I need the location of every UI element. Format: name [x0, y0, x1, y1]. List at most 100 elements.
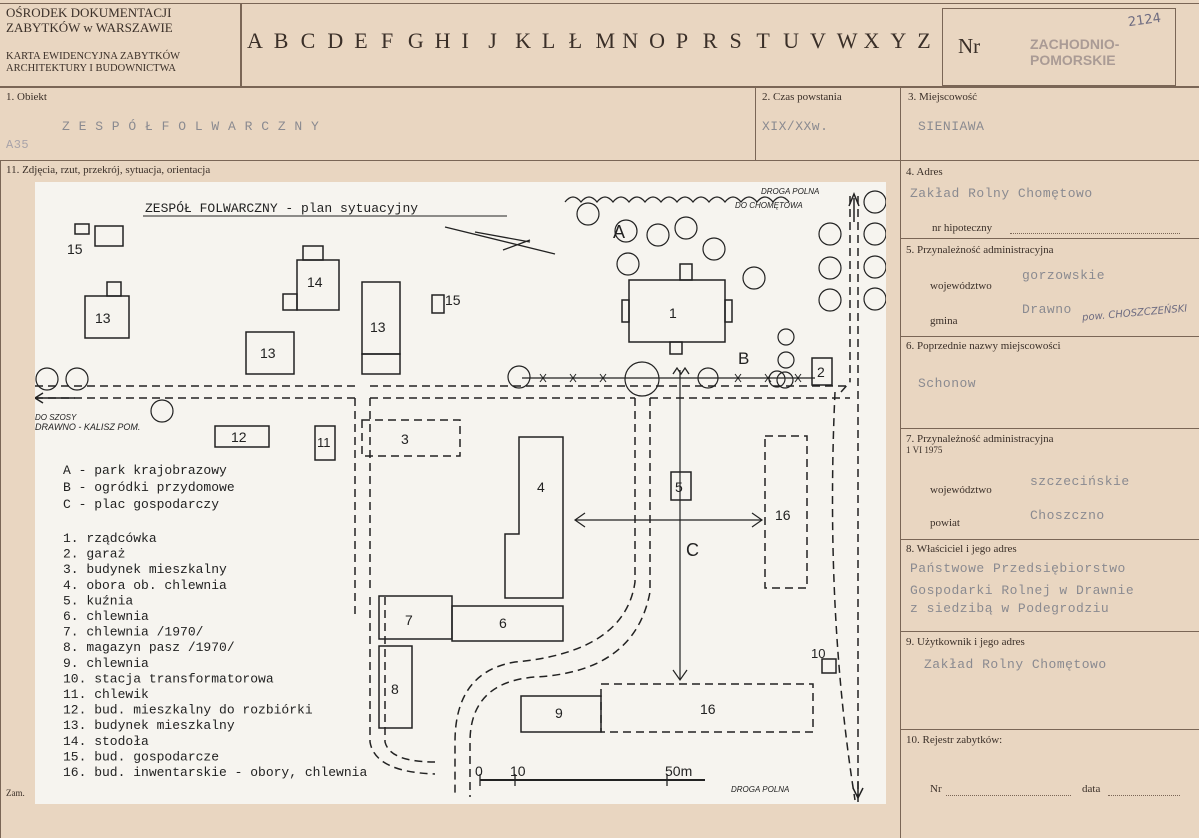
area-a-label: A [613, 222, 625, 242]
building-11 [314, 425, 336, 461]
yard-road-south-inner [384, 597, 436, 763]
rule [0, 160, 1199, 161]
building-16a [764, 435, 808, 589]
przynaleznosc-1975-date: 1 VI 1975 [906, 445, 943, 455]
card-title-line1: KARTA EWIDENCYJNA ZABYTKÓW [6, 51, 181, 62]
legend-area-item: C - plac gospodarczy [63, 497, 219, 512]
obiekt-label: 1. Obiekt [6, 91, 47, 103]
yard-road-curve-inner [469, 398, 651, 797]
powiat-value: Choszczno [1030, 508, 1105, 523]
gmina-label: gmina [930, 315, 958, 327]
yard-road-south [369, 597, 436, 775]
building-12 [214, 425, 270, 448]
building-13b [245, 331, 295, 375]
tree [65, 367, 89, 391]
building-2 [811, 357, 833, 386]
legend-building-item: 10. stacja transformatorowa [63, 671, 274, 686]
rule [0, 3, 1199, 4]
arrow-left-icon [35, 392, 75, 404]
index-letter: J [488, 28, 497, 53]
road-top-label-2: DO CHOMĘTOWA [735, 201, 803, 210]
building-11-label: 11 [317, 435, 331, 450]
wojewodztwo-label: województwo [930, 280, 992, 292]
building-13a-label: 13 [95, 310, 111, 326]
legend-area-item: B - ogródki przydomowe [63, 480, 235, 495]
scale-label-50: 50m [665, 763, 692, 779]
index-letter: H [434, 28, 451, 53]
legend-building-item: 5. kuźnia [63, 593, 133, 608]
scale-label-0: 0 [475, 763, 483, 779]
index-letter: L [541, 28, 556, 53]
arrow-right-c-icon [751, 512, 764, 528]
card-title-line2: ARCHITEKTURY I BUDOWNICTWA [6, 63, 176, 74]
building-14 [282, 245, 340, 311]
poprzednie-nazwy-value: Schonow [918, 376, 977, 391]
building-4-label: 4 [537, 479, 545, 495]
tree-large [624, 361, 660, 397]
wojewodztwo-value: gorzowskie [1022, 268, 1106, 283]
index-letter: S [729, 28, 742, 53]
building-10 [821, 658, 837, 674]
poprzednie-nazwy-label: 6. Poprzednie nazwy miejscowości [906, 340, 1061, 352]
index-letter: P [675, 28, 689, 53]
building-12-label: 12 [231, 429, 247, 445]
wlasciciel-label: 8. Właściciel i jego adres [906, 543, 1017, 555]
zdjecia-label: 11. Zdjęcia, rzut, przekrój, sytuacja, o… [6, 164, 211, 176]
building-13a [84, 281, 130, 339]
building-5 [670, 471, 692, 501]
miejscowosc-value: SIENIAWA [918, 119, 985, 134]
index-letter: K [515, 28, 531, 53]
powiat-label: powiat [930, 517, 960, 529]
index-letter: A [247, 28, 263, 53]
building-15a [74, 223, 90, 235]
building-4 [504, 436, 564, 599]
index-letter: X [863, 28, 880, 53]
index-letter: D [327, 28, 344, 53]
building-5-label: 5 [675, 479, 683, 495]
rule [900, 729, 1199, 730]
road-joint [840, 381, 851, 393]
road-left-label-2: DRAWNO - KALISZ POM. [35, 422, 140, 432]
rule [900, 539, 1199, 540]
scale-label-10: 10 [510, 763, 526, 779]
rule [755, 87, 756, 160]
building-9-label: 9 [555, 705, 563, 721]
index-letter: W [836, 28, 858, 53]
adres-value: Zakład Rolny Chomętowo [910, 186, 1093, 201]
legend-building-item: 9. chlewnia [63, 656, 149, 671]
wlasciciel-line3: z siedzibą w Podegrodziu [910, 601, 1110, 616]
yard-road-curve-outer [454, 398, 636, 797]
index-letter: I [461, 28, 469, 53]
road-bottom-label: DROGA POLNA [731, 785, 789, 794]
index-letter: Y [890, 28, 907, 53]
arrow-left-c-icon [573, 512, 586, 528]
obiekt-note: A35 [6, 138, 30, 152]
building-10-label: 10 [811, 646, 825, 661]
nr-hipoteczny-line [1010, 233, 1180, 234]
building-1-label: 1 [669, 305, 677, 321]
building-15b-label: 15 [445, 292, 461, 308]
area-c-label: C [686, 540, 699, 560]
wlasciciel-line2: Gospodarki Rolnej w Drawnie [910, 583, 1135, 598]
rejestr-data-line [1108, 795, 1180, 796]
rule [900, 428, 1199, 429]
zam-label: Zam. [6, 788, 25, 798]
legend-building-item: 3. budynek mieszkalny [63, 562, 227, 577]
czas-powstania-label: 2. Czas powstania [762, 91, 842, 103]
org-name-line1: OŚRODEK DOKUMENTACJI [6, 5, 172, 20]
index-letter: M [595, 28, 616, 53]
stamp-line1: ZACHODNIO- [1030, 36, 1120, 52]
przynaleznosc-1975-label: 7. Przynależność administracyjna [906, 433, 1054, 445]
building-13c [361, 281, 401, 375]
legend-building-item: 16. bud. inwentarskie - obory, chlewnia [63, 765, 367, 780]
index-letter: U [783, 28, 800, 53]
building-6-label: 6 [499, 615, 507, 631]
legend-building-item: 4. obora ob. chlewnia [63, 578, 227, 593]
tree [697, 367, 719, 389]
rule [900, 631, 1199, 632]
legend-building-item: 2. garaż [63, 547, 125, 562]
park-trees [576, 190, 886, 389]
legend-building-item: 12. bud. mieszkalny do rozbiórki [63, 703, 313, 718]
rule [900, 87, 901, 838]
building-3 [361, 419, 461, 457]
